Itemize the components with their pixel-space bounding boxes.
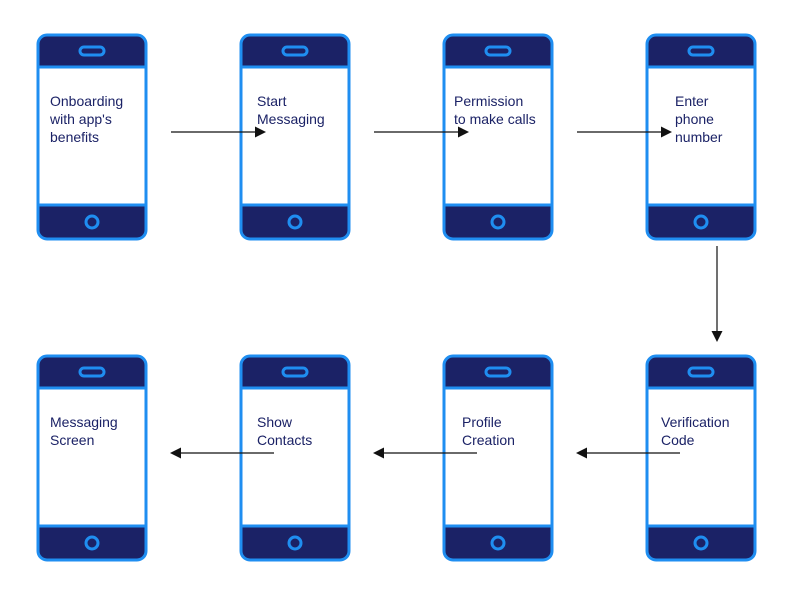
- speaker-icon: [687, 45, 715, 57]
- home-button-icon: [287, 214, 303, 230]
- step-label-line: Profile: [462, 414, 502, 430]
- home-button-icon: [287, 535, 303, 551]
- phone-screen: [36, 65, 148, 207]
- step-label-line: Verification: [661, 414, 729, 430]
- step-label-line: Creation: [462, 432, 515, 448]
- step-label-line: Show: [257, 414, 293, 430]
- phones-layer: Onboarding with app's benefits StartMessagi…: [36, 33, 757, 562]
- arrow-head: [255, 126, 266, 138]
- step-label-line: phone: [675, 111, 714, 127]
- phone-node-s4: Enter phone number: [645, 33, 757, 241]
- connector-arrow: [374, 126, 469, 138]
- speaker-icon: [78, 45, 106, 57]
- step-label-line: Code: [661, 432, 695, 448]
- arrows-layer: [170, 126, 723, 459]
- step-label-line: Messaging: [50, 414, 118, 430]
- arrow-head: [170, 447, 181, 459]
- step-label-line: Permission: [454, 93, 523, 109]
- step-label-line: Enter: [675, 93, 709, 109]
- arrow-head: [373, 447, 384, 459]
- arrow-head: [661, 126, 672, 138]
- step-label-line: benefits: [50, 129, 99, 145]
- phone-screen: [645, 65, 757, 207]
- step-label-line: Screen: [50, 432, 94, 448]
- step-label-line: Messaging: [257, 111, 325, 127]
- connector-arrow: [170, 447, 274, 459]
- speaker-icon: [281, 45, 309, 57]
- speaker-icon: [484, 45, 512, 57]
- home-button-icon: [693, 214, 709, 230]
- home-button-icon: [84, 535, 100, 551]
- step-label-line: to make calls: [454, 111, 536, 127]
- phone-node-s1: Onboarding with app's benefits: [36, 33, 148, 241]
- connector-arrow: [171, 126, 266, 138]
- home-button-icon: [490, 214, 506, 230]
- step-label-line: with app's: [49, 111, 112, 127]
- connector-arrow: [711, 246, 723, 342]
- speaker-icon: [281, 366, 309, 378]
- phone-screen: [239, 65, 351, 207]
- speaker-icon: [484, 366, 512, 378]
- step-label-line: Start: [257, 93, 287, 109]
- speaker-icon: [78, 366, 106, 378]
- phone-screen: [36, 386, 148, 528]
- speaker-icon: [687, 366, 715, 378]
- step-label-line: Contacts: [257, 432, 312, 448]
- home-button-icon: [693, 535, 709, 551]
- home-button-icon: [490, 535, 506, 551]
- phone-screen: [442, 65, 554, 207]
- connector-arrow: [373, 447, 477, 459]
- home-button-icon: [84, 214, 100, 230]
- arrow-head: [458, 126, 469, 138]
- step-label-line: number: [675, 129, 723, 145]
- step-label-line: Onboarding: [50, 93, 123, 109]
- phone-node-s3: Permission to make calls: [442, 33, 554, 241]
- connector-arrow: [576, 447, 680, 459]
- arrow-head: [711, 331, 723, 342]
- phone-screen: [442, 386, 554, 528]
- arrow-head: [576, 447, 587, 459]
- phone-screen: [239, 386, 351, 528]
- connector-arrow: [577, 126, 672, 138]
- phone-screen: [645, 386, 757, 528]
